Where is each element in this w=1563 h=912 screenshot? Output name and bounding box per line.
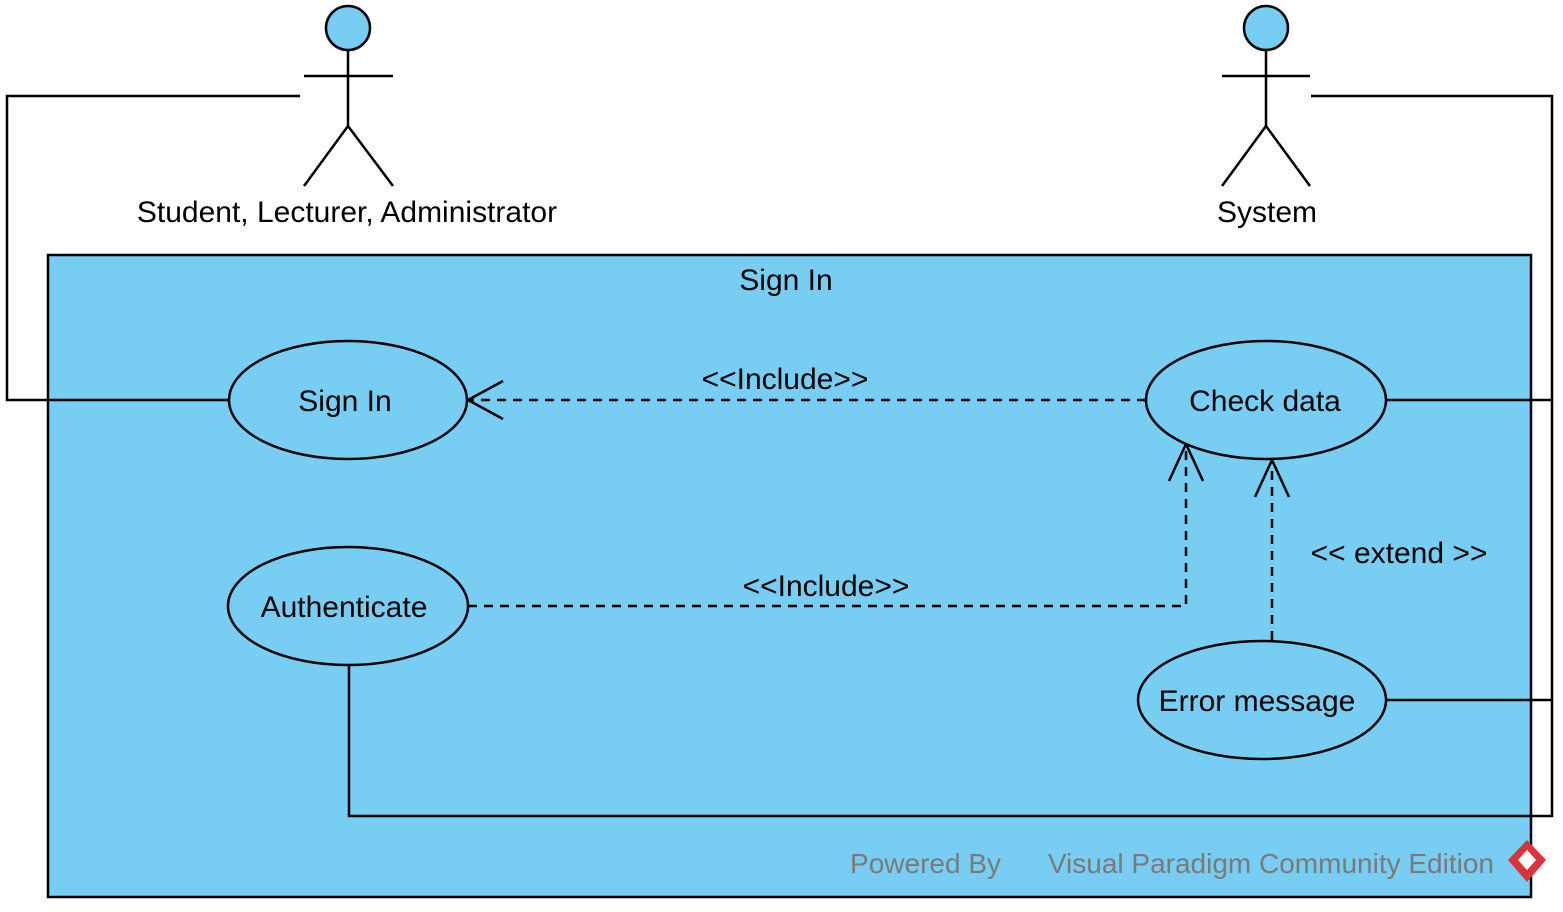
use-case-error-message[interactable]: Error message xyxy=(1136,639,1388,761)
use-case-label: Check data xyxy=(1189,385,1341,418)
stick-figure-icon xyxy=(1220,4,1312,187)
use-case-sign-in[interactable]: Sign In xyxy=(227,339,469,461)
watermark-product: Visual Paradigm Community Edition xyxy=(1048,848,1494,879)
use-case-check-data[interactable]: Check data xyxy=(1144,339,1388,461)
boundary-title: Sign In xyxy=(739,264,832,297)
stick-figure-icon xyxy=(302,4,394,187)
actor-label: System xyxy=(1217,196,1317,229)
actor-student-lecturer-administrator[interactable]: Student, Lecturer, Administrator xyxy=(137,4,557,229)
association-system-check-data xyxy=(1311,94,1554,402)
use-case-label: Authenticate xyxy=(261,591,428,624)
use-case-authenticate[interactable]: Authenticate xyxy=(226,545,470,667)
actor-system[interactable]: System xyxy=(1217,4,1317,229)
use-case-label: Error message xyxy=(1159,685,1356,718)
include-label: <<Include>> xyxy=(702,363,869,396)
actor-label: Student, Lecturer, Administrator xyxy=(137,196,557,229)
use-case-label: Sign In xyxy=(298,385,391,418)
extend-label: << extend >> xyxy=(1311,537,1488,570)
watermark-prefix: Powered By xyxy=(850,848,1001,879)
include-label: <<Include>> xyxy=(743,570,910,603)
visual-paradigm-logo-icon xyxy=(1508,840,1546,882)
association-authenticate-system xyxy=(347,400,1554,818)
association-user-sign-in xyxy=(5,94,300,402)
